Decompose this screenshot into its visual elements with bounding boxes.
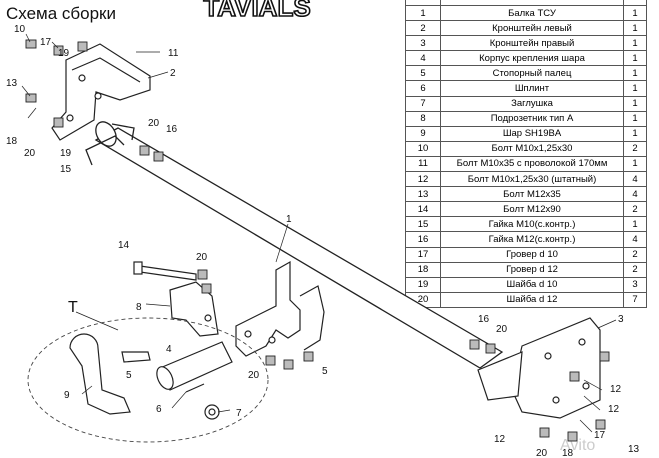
socket-plate bbox=[169, 281, 219, 337]
callout-13b: 13 bbox=[628, 444, 640, 455]
callout-20d: 20 bbox=[248, 370, 260, 381]
kit-group-outline bbox=[27, 317, 269, 443]
right-bracket bbox=[477, 317, 601, 419]
callout-17: 17 bbox=[40, 37, 52, 48]
callout-2: 2 bbox=[170, 68, 176, 79]
fasteners bbox=[25, 39, 610, 442]
bolt-14 bbox=[133, 261, 197, 281]
center-bracket bbox=[235, 260, 325, 357]
towbar-beam bbox=[85, 121, 504, 369]
callout-20c: 20 bbox=[196, 252, 208, 263]
diagram-title: Схема сборки bbox=[6, 4, 116, 23]
callout-T: T bbox=[68, 299, 78, 316]
callout-12a: 12 bbox=[610, 384, 622, 395]
kit-leader-line bbox=[75, 311, 119, 331]
callout-1: 1 bbox=[286, 214, 292, 225]
callout-16: 16 bbox=[166, 124, 178, 135]
brand-logo: TAVIALS bbox=[182, 0, 332, 23]
watermark: Avito bbox=[560, 437, 595, 454]
logo-graphic: TAVIALS bbox=[184, 0, 330, 23]
callout-9: 9 bbox=[64, 390, 70, 401]
leader-lines bbox=[21, 33, 617, 433]
logo-text: TAVIALS bbox=[203, 0, 310, 22]
parts-cell-name: Шайба d 12 bbox=[440, 291, 624, 308]
callout-13: 13 bbox=[6, 78, 18, 89]
parts-cell-qty: 4 bbox=[623, 186, 647, 203]
callout-15: 15 bbox=[60, 164, 72, 175]
callout-19: 19 bbox=[58, 48, 70, 59]
callout-18: 18 bbox=[6, 136, 18, 147]
callout-20: 20 bbox=[24, 148, 36, 159]
callout-17b: 17 bbox=[594, 430, 606, 441]
callout-10: 10 bbox=[14, 24, 26, 35]
callout-19b: 19 bbox=[60, 148, 72, 159]
callout-20b: 20 bbox=[148, 118, 160, 129]
callout-labels: 10 17 19 11 2 13 18 20 19 15 20 16 1 14 … bbox=[6, 24, 640, 458]
callout-12c: 12 bbox=[494, 434, 506, 445]
callout-8: 8 bbox=[136, 302, 142, 313]
callout-5b: 5 bbox=[322, 366, 328, 377]
callout-12b: 12 bbox=[608, 404, 620, 415]
callout-3: 3 bbox=[618, 314, 624, 325]
callout-20e: 20 bbox=[496, 324, 508, 335]
callout-6: 6 bbox=[156, 404, 162, 415]
callout-16b: 16 bbox=[478, 314, 490, 325]
callout-7: 7 bbox=[236, 408, 242, 419]
callout-11: 11 bbox=[168, 48, 179, 59]
callout-14: 14 bbox=[118, 240, 130, 251]
callout-5: 5 bbox=[126, 370, 132, 381]
parts-cell-qty: 7 bbox=[623, 291, 647, 308]
tow-ball-assembly bbox=[69, 333, 233, 420]
callout-18b: 18 bbox=[562, 448, 574, 458]
callout-20f: 20 bbox=[536, 448, 548, 458]
callout-4: 4 bbox=[166, 344, 172, 355]
